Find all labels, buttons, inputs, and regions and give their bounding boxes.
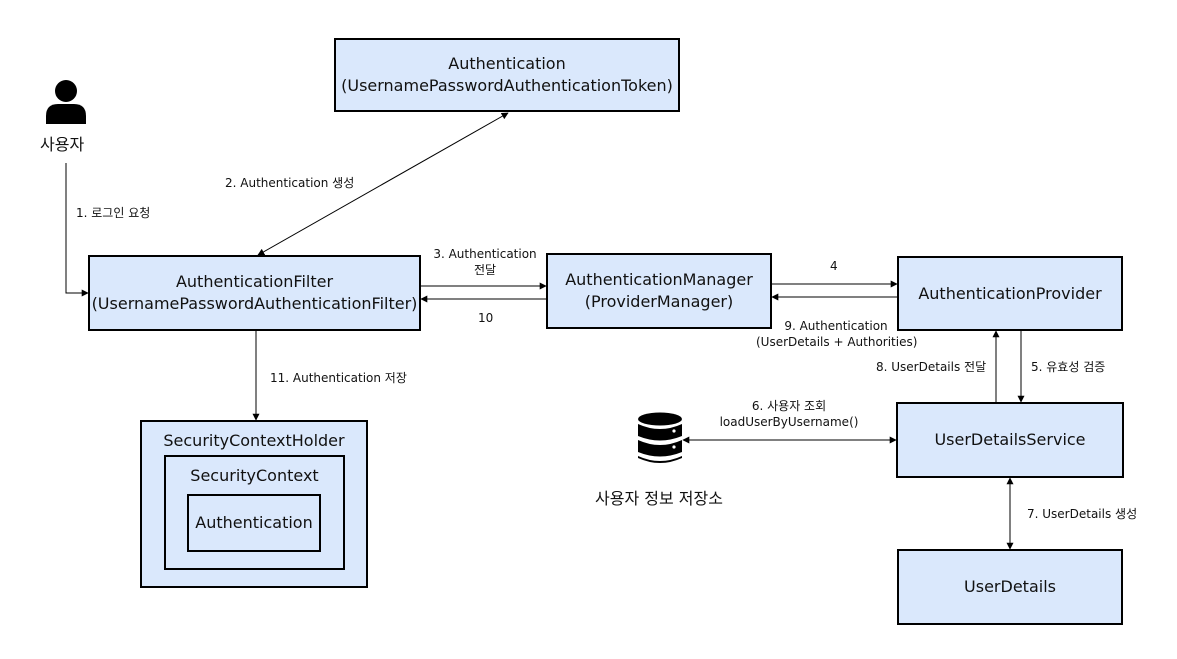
node-title: SecurityContextHolder <box>163 431 345 450</box>
node-title: AuthenticationFilter <box>175 272 334 292</box>
step-8-label: 8. UserDetails 전달 <box>876 360 987 374</box>
step-6-label: 6. 사용자 조회 loadUserByUsername() <box>714 399 864 430</box>
authentication-filter-node: AuthenticationFilter (UsernamePasswordAu… <box>88 255 421 331</box>
step-1-label: 1. 로그인 요청 <box>76 206 151 220</box>
authentication-provider-node: AuthenticationProvider <box>897 256 1123 331</box>
step-3-label-line1: 3. Authentication <box>433 247 537 261</box>
step-9-label-line1: 9. Authentication <box>784 319 888 333</box>
authentication-manager-node: AuthenticationManager (ProviderManager) <box>546 253 772 329</box>
arrow-login-request <box>65 163 89 297</box>
user-icon <box>46 80 86 124</box>
arrow-authentication-create <box>257 112 509 256</box>
user-label: 사용자 <box>40 135 85 154</box>
node-title: AuthenticationProvider <box>918 283 1102 303</box>
node-title: Authentication <box>195 513 313 533</box>
database-icon <box>638 412 682 463</box>
step-2-label: 2. Authentication 생성 <box>225 176 355 190</box>
authentication-token-node: Authentication (UsernamePasswordAuthenti… <box>334 38 680 112</box>
step-6-label-line1: 6. 사용자 조회 <box>751 399 827 413</box>
step-3-label-line2: 전달 <box>473 262 497 277</box>
step-3-label: 3. Authentication 전달 <box>432 247 538 278</box>
node-subtitle: (UsernamePasswordAuthenticationFilter) <box>91 294 418 313</box>
node-subtitle: (ProviderManager) <box>584 292 734 311</box>
step-5-label: 5. 유효성 검증 <box>1031 360 1106 374</box>
node-title: AuthenticationManager <box>565 270 753 290</box>
node-title: Authentication <box>448 54 566 74</box>
inner-authentication-node: Authentication <box>187 494 321 552</box>
node-title: UserDetails <box>964 577 1056 597</box>
user-details-node: UserDetails <box>897 549 1123 625</box>
step-9-label: 9. Authentication (UserDetails + Authori… <box>756 319 918 350</box>
step-10-label: 10 <box>478 311 494 325</box>
step-7-label: 7. UserDetails 생성 <box>1027 507 1138 521</box>
step-6-label-line2: loadUserByUsername() <box>719 414 859 429</box>
user-details-service-node: UserDetailsService <box>896 402 1124 478</box>
step-11-label: 11. Authentication 저장 <box>270 371 407 385</box>
node-subtitle: (UsernamePasswordAuthenticationToken) <box>341 76 673 95</box>
node-title: SecurityContext <box>190 466 319 485</box>
step-9-label-line2: (UserDetails + Authorities) <box>756 334 918 349</box>
store-label: 사용자 정보 저장소 <box>595 489 723 508</box>
node-title: UserDetailsService <box>934 430 1086 450</box>
step-4-label: 4 <box>830 259 838 273</box>
